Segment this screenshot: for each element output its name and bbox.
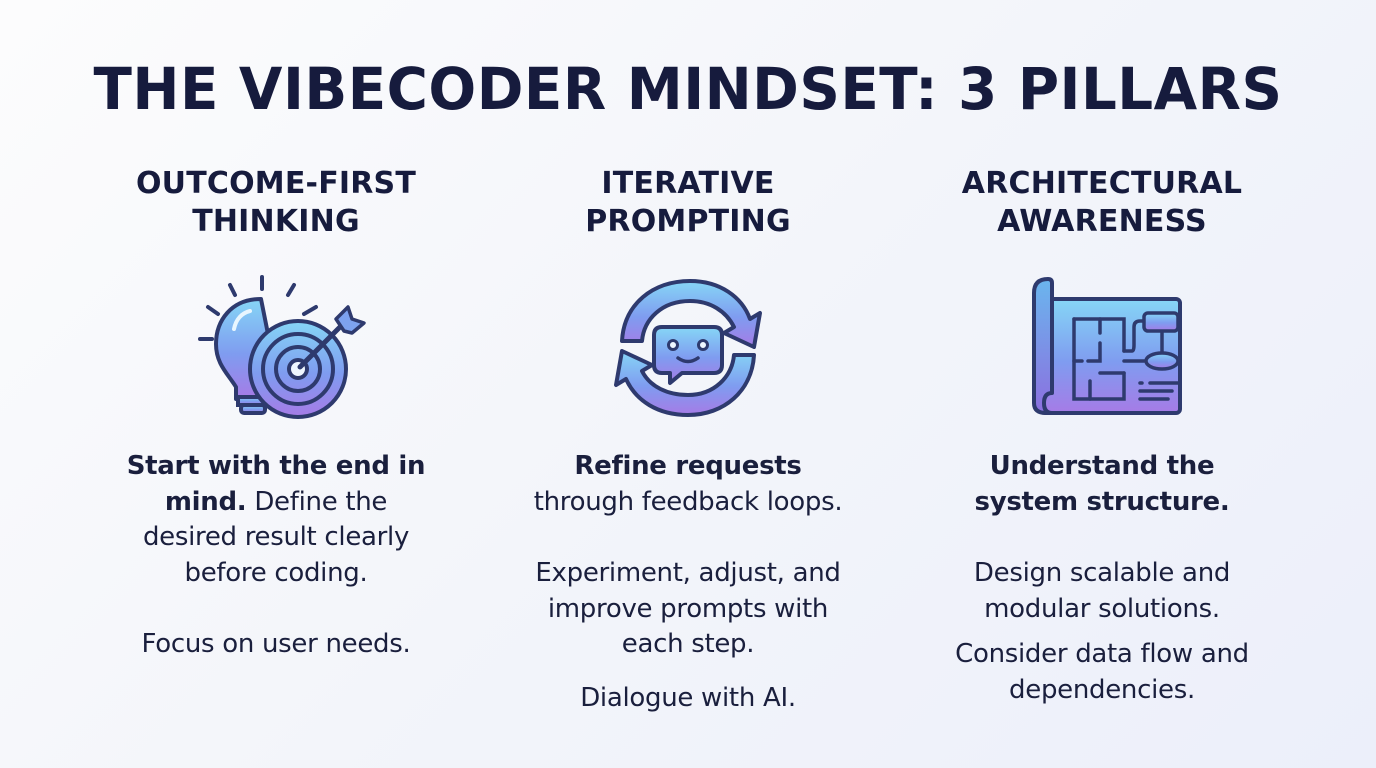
pillar-heading-line2: AWARENESS xyxy=(997,204,1207,239)
body-text: improve prompts with xyxy=(547,593,829,624)
pillar-description: Understand the system structure. Design … xyxy=(932,449,1272,708)
blueprint-icon xyxy=(1032,277,1182,415)
pillar-heading: ITERATIVE PROMPTING xyxy=(518,165,858,241)
body-text: each step. xyxy=(621,629,755,659)
pillar-description: Refine requests through feedback loops. … xyxy=(518,449,858,716)
lightbulb-target-icon xyxy=(198,275,366,419)
extra-note: Focus on user needs. xyxy=(141,629,411,659)
bold-lead: system structure. xyxy=(974,486,1230,517)
pillar-architectural-awareness: ARCHITECTURAL AWARENESS xyxy=(932,165,1272,708)
page-title: THE VIBECODER MINDSET: 3 PILLARS xyxy=(93,55,1283,123)
pillar-heading-line1: ARCHITECTURAL xyxy=(961,166,1243,201)
body-text: before coding. xyxy=(184,557,368,588)
chat-refresh-cycle-icon xyxy=(614,279,762,417)
body-text: desired result clearly xyxy=(142,522,410,552)
pillar-description: Start with the end in mind. Define the d… xyxy=(106,449,446,663)
pillar-heading-line2: PROMPTING xyxy=(585,204,791,239)
body-text: through feedback loops. xyxy=(533,486,843,517)
pillar-heading: OUTCOME-FIRST THINKING xyxy=(106,165,446,241)
bold-lead: Start with the end in xyxy=(126,451,426,481)
body-text: modular solutions. xyxy=(984,593,1220,624)
body-text: Define the xyxy=(246,486,388,517)
bold-lead: mind. xyxy=(164,486,247,517)
pillar-outcome-first: OUTCOME-FIRST THINKING xyxy=(106,165,446,663)
body-text: Design scalable and xyxy=(973,558,1231,588)
bold-lead: Refine requests xyxy=(574,451,802,481)
bold-lead: Understand the xyxy=(989,451,1215,481)
pillar-iterative-prompting: ITERATIVE PROMPTING Refine requests thro… xyxy=(518,165,858,716)
pillar-heading-line1: OUTCOME-FIRST xyxy=(135,166,417,201)
body-text: Experiment, adjust, and xyxy=(535,558,841,588)
body-text: dependencies. xyxy=(1009,674,1195,705)
pillar-heading: ARCHITECTURAL AWARENESS xyxy=(932,165,1272,241)
body-text: Consider data flow and xyxy=(955,639,1249,669)
pillar-heading-line2: THINKING xyxy=(192,204,360,239)
pillar-heading-line1: ITERATIVE xyxy=(601,166,775,201)
extra-note: Dialogue with AI. xyxy=(580,682,796,713)
